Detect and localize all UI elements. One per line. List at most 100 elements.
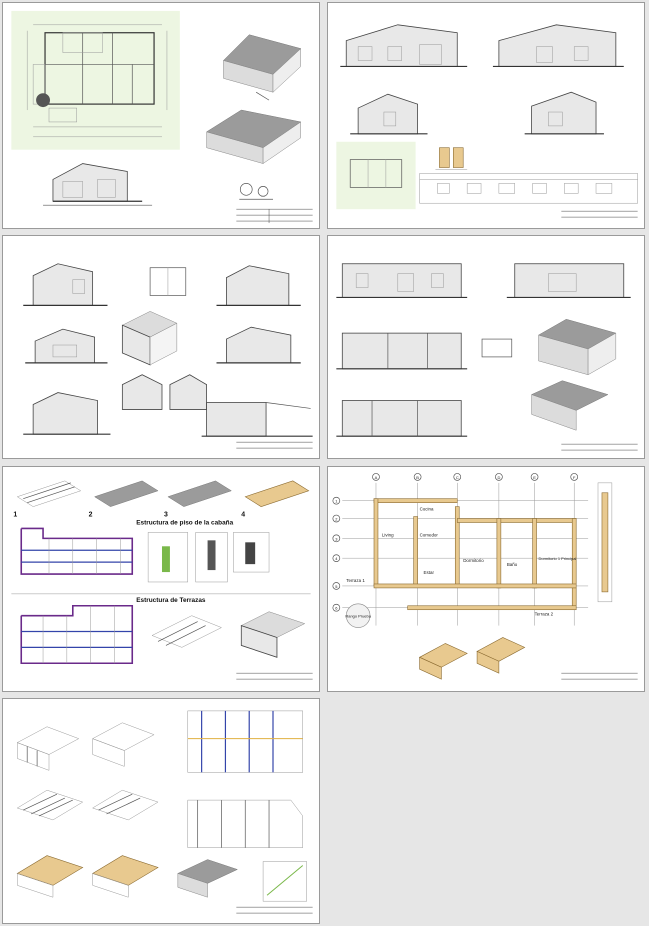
roof-frame-iso-2 [92, 789, 159, 821]
heading-floor-structure: Estructura de piso de la cabaña [136, 519, 233, 526]
grid-number-5: 5 [335, 584, 338, 589]
room-dormitorio-principal: Dormitorio 1 Principal [539, 556, 577, 561]
step-label-4: 4 [241, 512, 245, 519]
title-block [561, 672, 638, 680]
door-details [435, 147, 468, 170]
grid-number-3: 3 [335, 536, 338, 541]
section-c [25, 328, 108, 364]
foundation-details [147, 532, 270, 583]
roof-plan [187, 799, 303, 848]
title-block [561, 210, 638, 218]
step-4-diagram [244, 480, 310, 507]
grid-letter-d: D [497, 475, 500, 480]
section-d [216, 326, 301, 364]
bathroom-iso [121, 311, 178, 366]
wall-framing-elevation [187, 710, 303, 773]
sheet-structural-plan[interactable]: A B C D E F 1 2 3 4 5 6 [327, 466, 645, 692]
grid-number-4: 4 [335, 556, 338, 561]
section-perspective [43, 163, 153, 206]
grid-number-6: 6 [335, 606, 338, 611]
roof-iso-wood-2 [91, 855, 159, 898]
grid-number-2: 2 [335, 517, 337, 522]
section-long [201, 402, 313, 437]
timber-walls [373, 498, 577, 611]
window-schedule [419, 173, 638, 204]
plan-background [11, 10, 180, 150]
sheet-6-drawing: A B C D E F 1 2 3 4 5 6 [332, 473, 638, 680]
detail-small [239, 183, 274, 200]
sheet-3-drawing [23, 263, 313, 449]
plan-mini-background [336, 141, 416, 210]
grid-number-1: 1 [335, 499, 337, 504]
sheet-framing[interactable] [2, 698, 320, 924]
sheet-floor-plan-3d[interactable] [2, 2, 320, 229]
frame-iso-1 [16, 726, 80, 771]
badge-label: Rango Prueba [345, 614, 371, 619]
room-terraza-2: Terraza 2 [535, 612, 554, 617]
long-elevation-1 [336, 263, 468, 299]
grid-letter-e: E [533, 475, 536, 480]
elevation-rear [492, 24, 624, 68]
grid-letter-c: C [456, 475, 459, 480]
sheet-7-drawing [16, 710, 313, 914]
roof-detail [262, 861, 307, 902]
grid-lines [342, 482, 589, 626]
title-block [236, 906, 313, 914]
room-living: Living [382, 532, 394, 537]
room-estar: Estar [424, 570, 435, 575]
title-block [561, 443, 638, 451]
grid-letter-a: A [375, 475, 378, 480]
iso-view-top [222, 34, 302, 101]
grid-letter-b: B [416, 475, 419, 480]
sheet-4-drawing [336, 263, 638, 451]
room-dormitorio: Dormitorio [463, 558, 484, 563]
title-block [236, 672, 313, 680]
floor-plan [26, 24, 168, 138]
section-a [23, 263, 108, 306]
room-cocina: Cocina [420, 507, 434, 512]
elevation-side-left [350, 93, 428, 135]
sheet-5-drawing: 1 2 3 4 Estructura de piso de la cabaña … [11, 480, 313, 680]
perspective-1 [537, 318, 617, 376]
sheet-long-elevations[interactable] [327, 235, 645, 459]
long-section-1 [336, 332, 468, 370]
wall-detail-column [597, 482, 613, 603]
bathroom-plan [149, 267, 187, 296]
room-comedor: Comedor [420, 532, 439, 537]
floor-framing-plan [20, 527, 134, 575]
sheet-elevations[interactable] [327, 2, 645, 229]
step-label-2: 2 [89, 512, 93, 519]
terrace-iso [151, 615, 223, 648]
long-elevation-2 [506, 263, 631, 299]
cabin-iso-final [177, 859, 238, 898]
plan-mini [349, 159, 403, 188]
step-label-3: 3 [164, 512, 168, 519]
title-block [236, 208, 313, 224]
sheet-2-drawing [336, 24, 638, 218]
step-1-diagram [16, 480, 82, 507]
roof-frame-iso-1 [16, 789, 84, 821]
elevation-front [340, 24, 468, 68]
terrace-framing-plan [20, 604, 134, 665]
room-bano: Baño [507, 562, 518, 567]
long-section-2 [336, 400, 468, 437]
sheet-sections[interactable] [2, 235, 320, 459]
step-2-diagram [94, 480, 159, 507]
cabin-iso [240, 611, 306, 658]
badge-circle [345, 603, 371, 628]
title-block [236, 441, 313, 449]
iso-frame-views [418, 637, 526, 680]
roof-iso-wood-1 [16, 855, 84, 898]
heading-terrace-structure: Estructura de Terrazas [136, 597, 206, 604]
perspective-2 [530, 380, 609, 431]
grid-letter-f: F [573, 475, 576, 480]
iso-view-bottom [205, 109, 302, 165]
room-terraza-1: Terraza 1 [346, 578, 365, 583]
section-e [23, 392, 111, 435]
sheet-floor-structure[interactable]: 1 2 3 4 Estructura de piso de la cabaña … [2, 466, 320, 692]
step-label-1: 1 [13, 512, 17, 519]
elevation-side-right [524, 91, 604, 135]
section-b [216, 265, 301, 306]
frame-iso-2 [92, 722, 155, 767]
step-3-diagram [167, 480, 232, 507]
